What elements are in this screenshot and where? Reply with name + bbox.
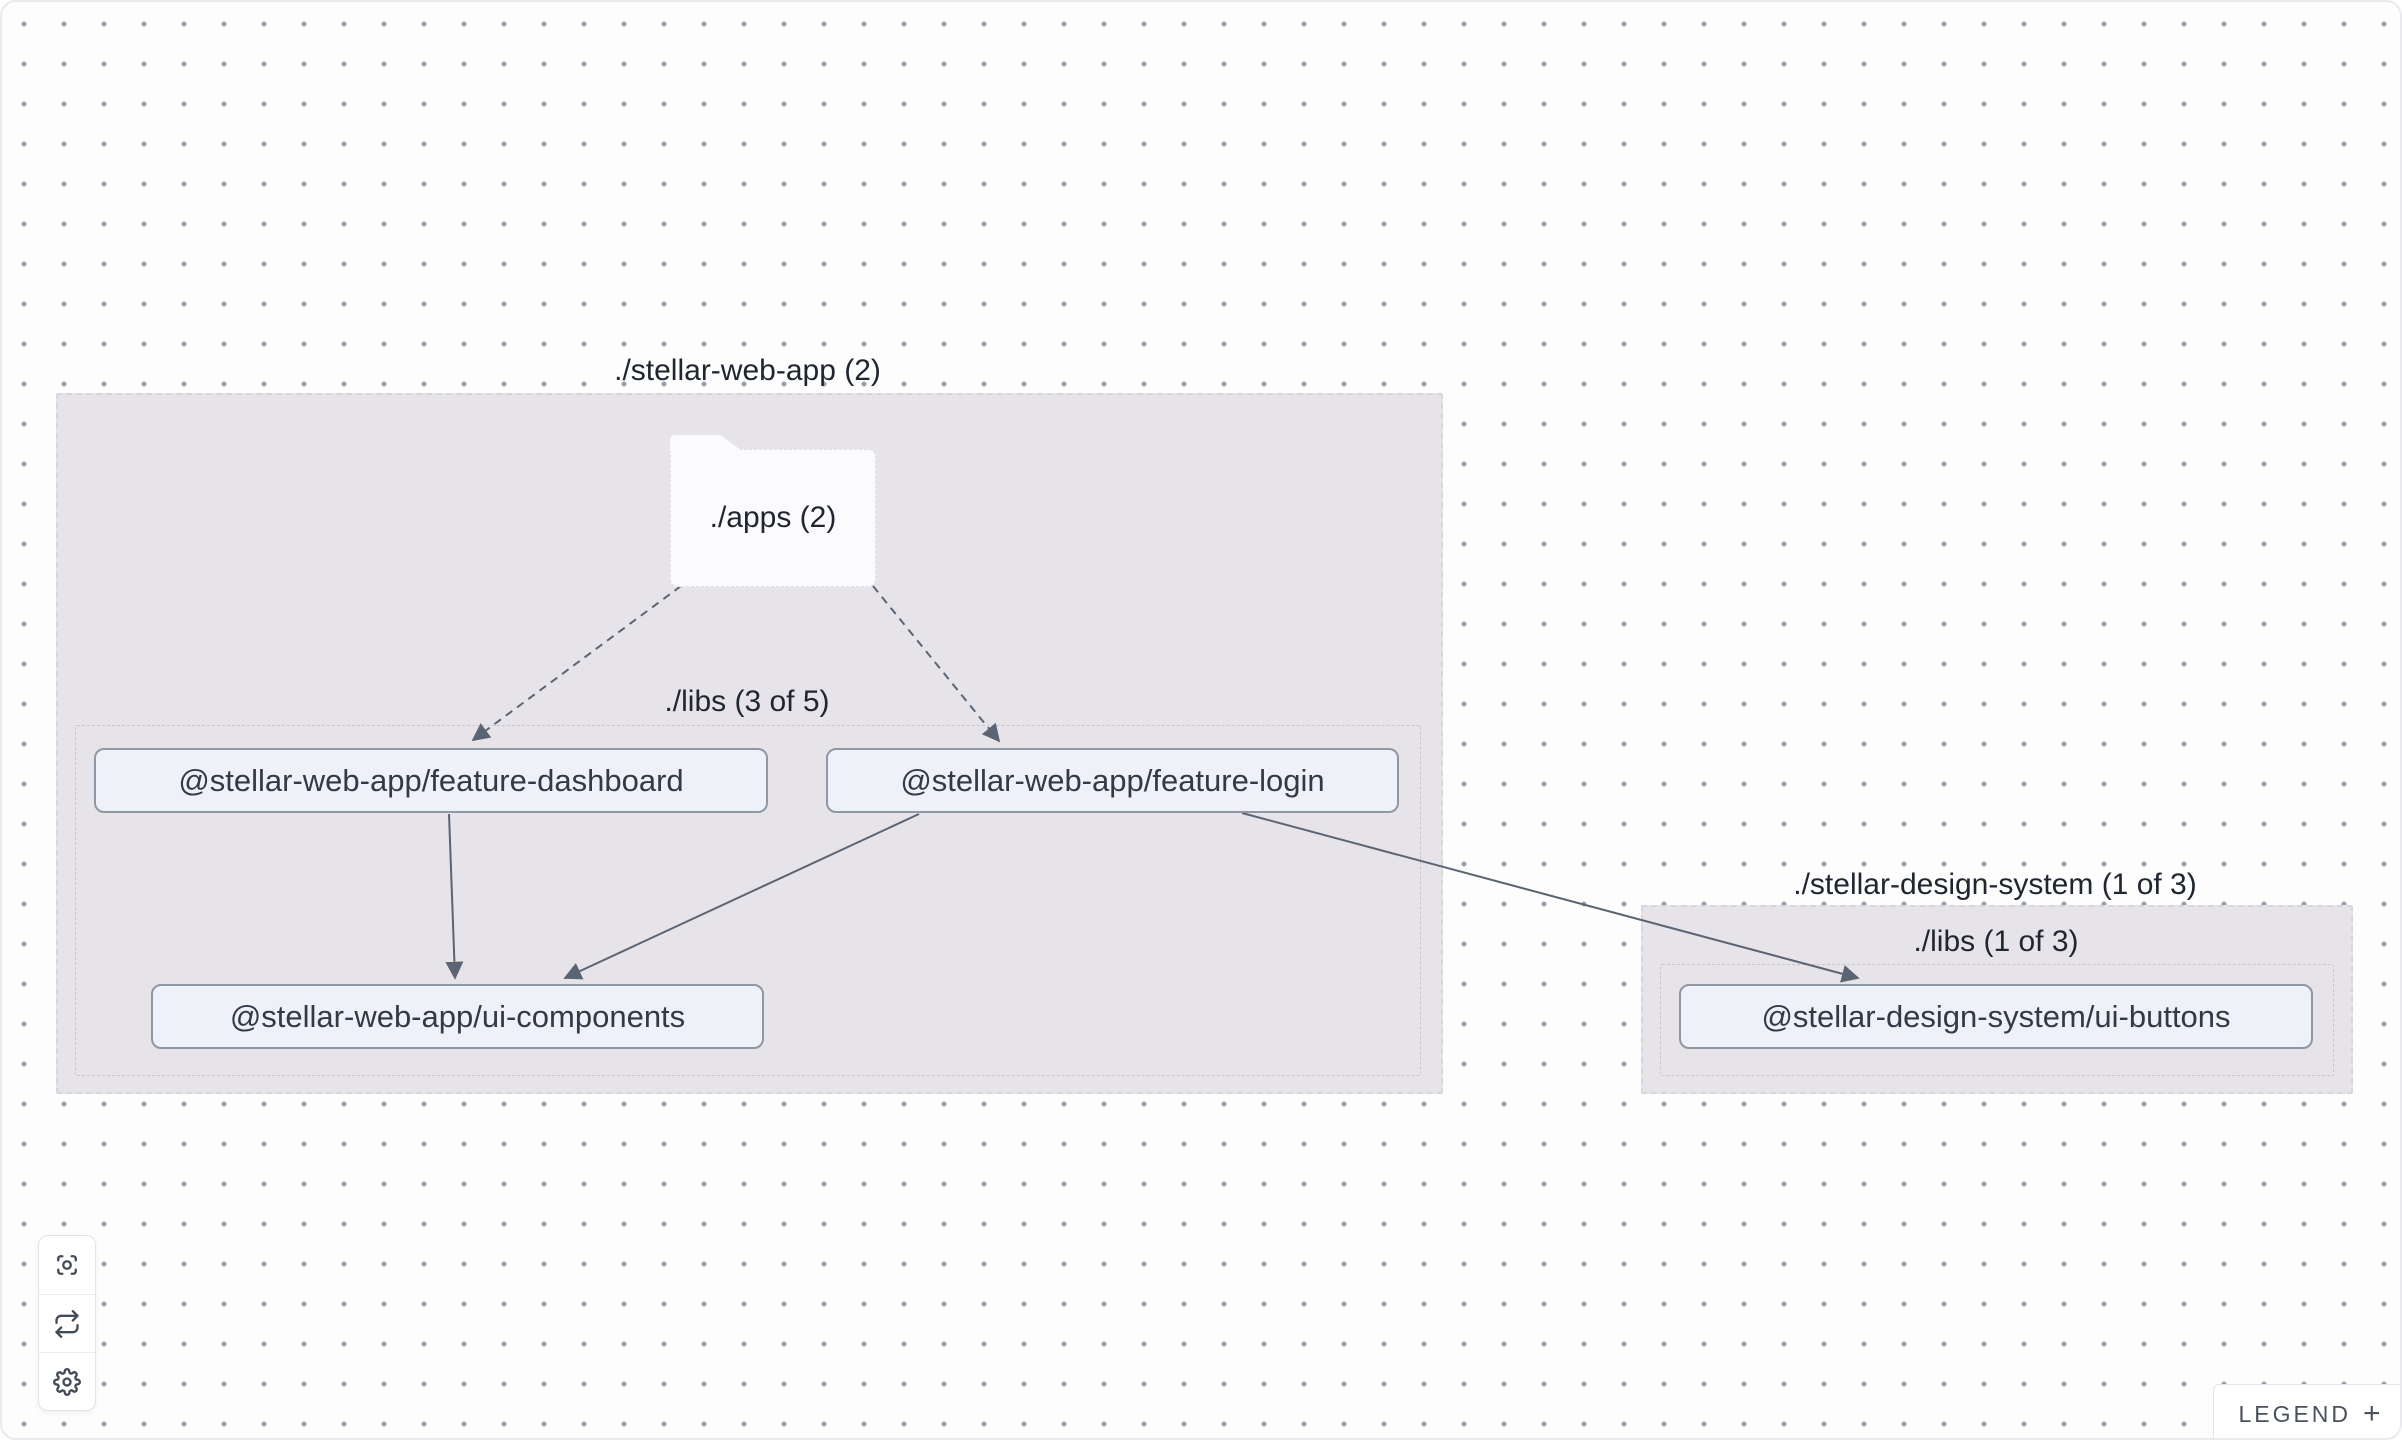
folder-node-apps[interactable]: ./apps (2) [670,449,876,587]
group-label-design-libs: ./libs (1 of 3) [1913,925,2079,958]
plus-icon: + [2363,1397,2381,1430]
focus-button[interactable] [39,1236,95,1294]
legend-label: LEGEND [2238,1400,2352,1427]
folder-node-apps-label: ./apps (2) [709,501,837,534]
settings-button[interactable] [39,1352,95,1410]
node-feature-dashboard[interactable]: @stellar-web-app/feature-dashboard [94,748,768,813]
group-label-stellar-web-app: ./stellar-web-app (2) [614,354,881,387]
group-label-stellar-design-system: ./stellar-design-system (1 of 3) [1793,868,2197,901]
legend-toggle[interactable]: LEGEND + [2213,1384,2400,1438]
node-feature-login[interactable]: @stellar-web-app/feature-login [826,748,1399,813]
refresh-button[interactable] [39,1294,95,1352]
graph-toolbar [38,1235,96,1411]
focus-icon [57,1255,77,1275]
node-ui-buttons[interactable]: @stellar-design-system/ui-buttons [1679,984,2313,1049]
node-ui-components[interactable]: @stellar-web-app/ui-components [151,984,764,1049]
subgroup-design-libs[interactable] [1660,964,2334,1076]
refresh-cycle-icon [55,1309,79,1338]
group-label-webapp-libs: ./libs (3 of 5) [664,685,830,718]
gear-icon [53,1367,81,1396]
